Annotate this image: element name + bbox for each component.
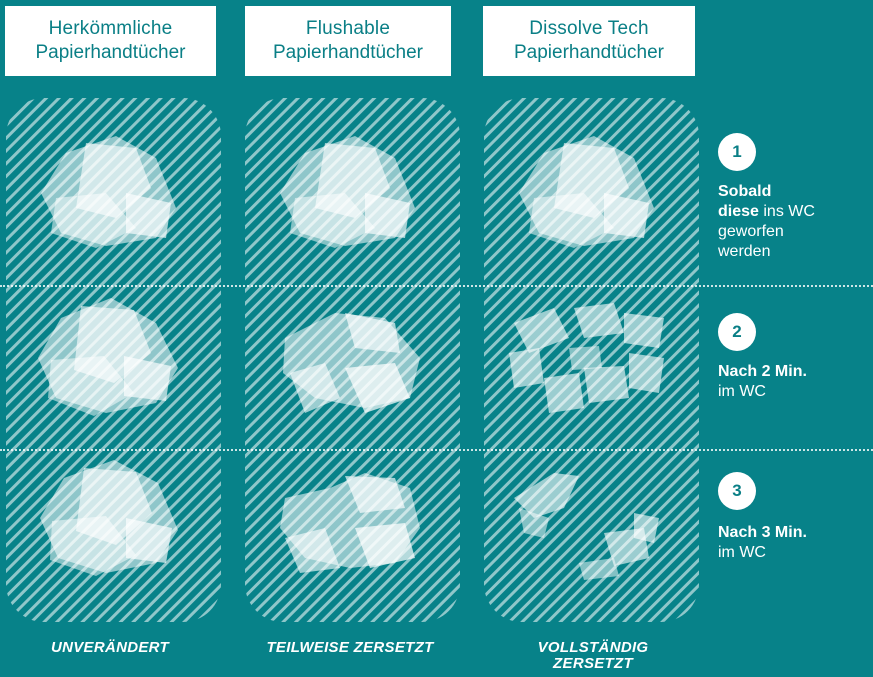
column-title-line2: Papierhandtücher	[514, 42, 664, 63]
step-rest: im WC	[718, 544, 766, 561]
result-dissolve-tech: VOLLSTÄNDIG ZERSETZT	[478, 640, 708, 672]
step-line: geworfen	[718, 223, 784, 240]
step-line: werden	[718, 243, 771, 260]
paper-clump-row3	[40, 460, 178, 576]
result-conventional: UNVERÄNDERT	[50, 639, 170, 656]
step-bold: Nach 2 Min.	[718, 363, 807, 380]
paper-clump-row1	[280, 136, 415, 248]
row-divider-1	[0, 285, 873, 287]
column-title-line2: Papierhandtücher	[35, 42, 186, 63]
paper-clump-row3	[280, 473, 420, 573]
paper-clump-row2	[283, 313, 420, 413]
step-rest: ins WC	[758, 203, 815, 220]
panel-conventional	[6, 98, 221, 622]
step-badge-1: 1	[718, 133, 756, 171]
panel-dissolve-tech	[484, 98, 699, 622]
column-header-dissolve-tech: Dissolve Tech Papierhandtücher	[483, 6, 695, 76]
step-rest: im WC	[718, 383, 766, 400]
paper-clump-row2	[509, 303, 664, 413]
result-flushable: TEILWEISE ZERSETZT	[266, 639, 434, 656]
paper-clump-row2	[38, 298, 178, 416]
column-title-line2: Papierhandtücher	[273, 42, 423, 63]
column-title-line1: Dissolve Tech	[529, 18, 649, 39]
column-header-flushable: Flushable Papierhandtücher	[245, 6, 451, 76]
step-text-2: Nach 2 Min. im WC	[718, 362, 868, 402]
step-badge-2: 2	[718, 313, 756, 351]
result-line1: VOLLSTÄNDIG	[537, 639, 649, 656]
step-text-3: Nach 3 Min. im WC	[718, 523, 868, 563]
paper-clump-row1	[41, 136, 176, 248]
step-bold: Sobald	[718, 183, 772, 200]
paper-clump-row3	[514, 473, 659, 580]
result-line2: ZERSETZT	[553, 655, 633, 672]
step-badge-3: 3	[718, 472, 756, 510]
row-divider-2	[0, 449, 873, 451]
paper-clump-row1	[519, 136, 654, 248]
column-title-line1: Flushable	[305, 18, 391, 39]
step-text-1: Sobald diese ins WC geworfen werden	[718, 182, 868, 262]
column-title-line1: Herkömmliche	[48, 18, 173, 39]
step-bold: diese	[718, 203, 759, 220]
step-bold: Nach 3 Min.	[718, 524, 807, 541]
panel-flushable	[245, 98, 460, 622]
column-header-conventional: Herkömmliche Papierhandtücher	[5, 6, 216, 76]
